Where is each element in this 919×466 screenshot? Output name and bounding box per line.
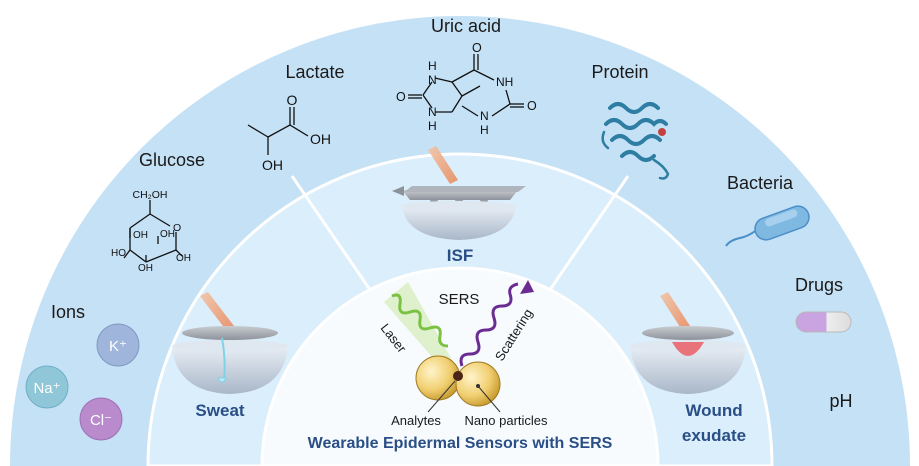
uric-n3: N — [480, 109, 489, 123]
glucose-structure — [123, 200, 183, 263]
wound-label-line1: Wound — [685, 401, 742, 420]
ph-label: pH — [829, 391, 852, 411]
sweat-sensor-icon — [172, 292, 288, 394]
nanoparticle-left — [415, 355, 461, 401]
protein-label: Protein — [591, 62, 648, 82]
uric-h3: H — [480, 123, 489, 137]
protein-icon — [601, 102, 670, 180]
inner-disc — [260, 266, 660, 466]
glucose-oh-b: OH — [160, 229, 175, 240]
nanoparticles-label: Nano particles — [464, 413, 548, 428]
ion-k: K⁺ — [96, 323, 140, 367]
ion-cl: Cl⁻ — [79, 397, 123, 441]
uric-acid-label: Uric acid — [431, 16, 501, 36]
isf-sensor-icon — [392, 146, 526, 240]
analytes-pointer — [427, 380, 456, 413]
uric-n1: N — [428, 73, 437, 87]
uric-o3: O — [527, 99, 537, 113]
ions-label: Ions — [51, 302, 85, 322]
pill-icon — [795, 311, 852, 333]
drugs-label: Drugs — [795, 275, 843, 295]
glucose-oh-e: OH — [176, 253, 191, 264]
ion-k-text: K⁺ — [109, 338, 127, 355]
bacteria-label: Bacteria — [727, 173, 794, 193]
ion-na: Na⁺ — [25, 365, 69, 409]
scattering-wave — [459, 282, 519, 367]
sers-label: SERS — [439, 291, 480, 308]
uric-o2: O — [396, 90, 406, 104]
bacteria-icon — [725, 205, 810, 247]
uric-h2: H — [428, 119, 437, 133]
lactate-structure — [247, 107, 309, 155]
analytes-label: Analytes — [391, 413, 441, 428]
glucose-ch2oh: CH₂OH — [133, 189, 168, 201]
ion-cl-text: Cl⁻ — [90, 412, 112, 429]
isf-label: ISF — [447, 246, 473, 265]
lactate-o: O — [287, 92, 298, 108]
nanoparticles-pointer-dot — [476, 384, 480, 388]
sweat-label: Sweat — [195, 401, 244, 420]
lactate-label: Lactate — [285, 62, 344, 82]
laser-wave — [391, 293, 449, 348]
glucose-oh-d: OH — [138, 263, 153, 274]
analyte-molecule — [453, 371, 463, 381]
uric-h1: H — [428, 59, 437, 73]
lactate-oh1: OH — [310, 131, 331, 147]
wound-label-line2: exudate — [682, 426, 746, 445]
glucose-oh-c: HO — [111, 248, 126, 259]
scattering-arrowhead — [520, 280, 534, 294]
glucose-oh-a: OH — [133, 230, 148, 241]
uric-acid-structure — [408, 54, 524, 117]
glucose-ring-o: O — [173, 222, 181, 234]
ring-divider-left — [290, 175, 377, 298]
wound-sensor-icon — [630, 292, 746, 394]
ring-divider-right — [543, 175, 630, 298]
uric-nh1: NH — [496, 75, 513, 89]
nanoparticles-pointer — [477, 385, 501, 413]
lactate-oh2: OH — [262, 157, 283, 173]
center-title: Wearable Epidermal Sensors with SERS — [308, 435, 613, 452]
glucose-label: Glucose — [139, 150, 205, 170]
ion-na-text: Na⁺ — [33, 380, 60, 397]
uric-o1: O — [472, 41, 482, 55]
uric-n2: N — [428, 105, 437, 119]
